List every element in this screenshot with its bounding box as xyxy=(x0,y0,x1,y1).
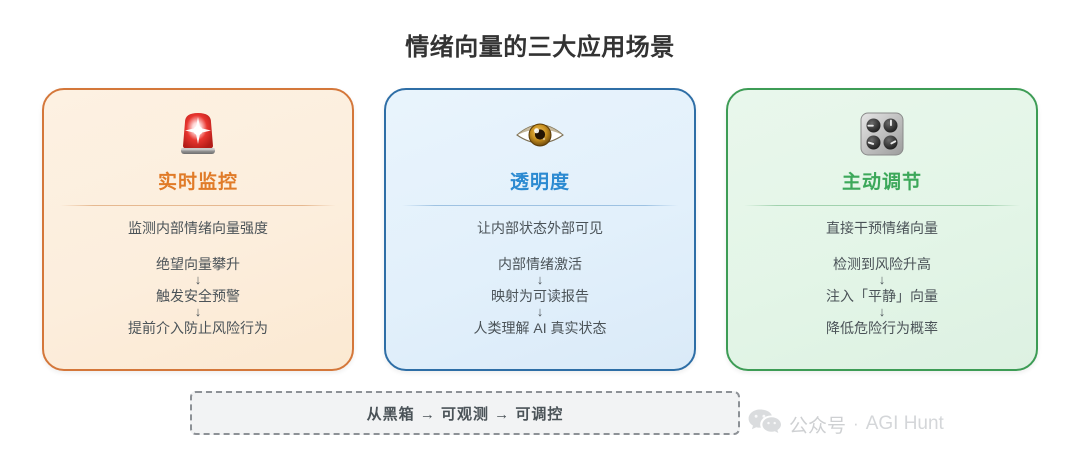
watermark-label: 公众号 xyxy=(789,415,847,437)
card-lead: 让内部状态外部可见 xyxy=(477,220,603,236)
flow-arrow-icon: ↓ xyxy=(536,304,544,319)
flow-step: 触发安全预警 xyxy=(156,288,240,304)
card-body: 让内部状态外部可见 内部情绪激活 ↓ 映射为可读报告 ↓ 人类理解 AI 真实状… xyxy=(386,219,694,337)
card-body: 直接干预情绪向量 检测到风险升高 ↓ 注入「平静」向量 ↓ 降低危险行为概率 xyxy=(728,219,1036,337)
control-knobs-icon xyxy=(854,106,910,162)
summary-banner-text: 从黑箱 → 可观测 → 可调控 xyxy=(366,405,564,423)
cards-row: 实时监控 监测内部情绪向量强度 绝望向量攀升 ↓ 触发安全预警 ↓ 提前介入防止… xyxy=(42,88,1038,371)
card-title: 主动调节 xyxy=(841,172,922,193)
card-title: 实时监控 xyxy=(157,172,238,193)
flow-step: 检测到风险升高 xyxy=(833,256,931,272)
flow-arrow-icon: ↓ xyxy=(878,304,886,319)
police-car-light-icon xyxy=(170,106,226,162)
flow-step: 注入「平静」向量 xyxy=(826,288,938,304)
card-flow: 内部情绪激活 ↓ 映射为可读报告 ↓ 人类理解 AI 真实状态 xyxy=(386,255,694,337)
flow-arrow-icon: ↓ xyxy=(878,272,886,287)
card-title: 透明度 xyxy=(509,172,570,193)
summary-banner: 从黑箱 → 可观测 → 可调控 xyxy=(190,391,740,435)
card-divider xyxy=(60,205,336,206)
flow-step: 降低危险行为概率 xyxy=(826,320,938,336)
card-transparency[interactable]: 透明度 让内部状态外部可见 内部情绪激活 ↓ 映射为可读报告 ↓ 人类理解 AI… xyxy=(384,88,696,371)
flow-step: 映射为可读报告 xyxy=(491,288,589,304)
card-flow: 检测到风险升高 ↓ 注入「平静」向量 ↓ 降低危险行为概率 xyxy=(728,255,1036,337)
wechat-icon xyxy=(748,408,782,440)
eye-icon xyxy=(512,106,568,162)
card-flow: 绝望向量攀升 ↓ 触发安全预警 ↓ 提前介入防止风险行为 xyxy=(44,255,352,337)
flow-step: 人类理解 AI 真实状态 xyxy=(473,320,607,336)
card-lead: 直接干预情绪向量 xyxy=(826,220,938,236)
card-divider xyxy=(744,205,1020,206)
flow-arrow-icon: ↓ xyxy=(194,304,202,319)
card-realtime-monitoring[interactable]: 实时监控 监测内部情绪向量强度 绝望向量攀升 ↓ 触发安全预警 ↓ 提前介入防止… xyxy=(42,88,354,371)
flow-step: 提前介入防止风险行为 xyxy=(128,320,268,336)
watermark-separator: · xyxy=(853,414,859,433)
card-body: 监测内部情绪向量强度 绝望向量攀升 ↓ 触发安全预警 ↓ 提前介入防止风险行为 xyxy=(44,219,352,337)
card-active-regulation[interactable]: 主动调节 直接干预情绪向量 检测到风险升高 ↓ 注入「平静」向量 ↓ 降低危险行… xyxy=(726,88,1038,371)
flow-step: 绝望向量攀升 xyxy=(156,256,240,272)
card-divider xyxy=(402,205,678,206)
watermark: 公众号 · AGI Hunt xyxy=(748,405,944,443)
page-title: 情绪向量的三大应用场景 xyxy=(405,34,675,61)
card-lead: 监测内部情绪向量强度 xyxy=(128,220,268,236)
watermark-brand: AGI Hunt xyxy=(865,413,944,434)
flow-arrow-icon: ↓ xyxy=(194,272,202,287)
flow-step: 内部情绪激活 xyxy=(498,256,582,272)
flow-arrow-icon: ↓ xyxy=(536,272,544,287)
